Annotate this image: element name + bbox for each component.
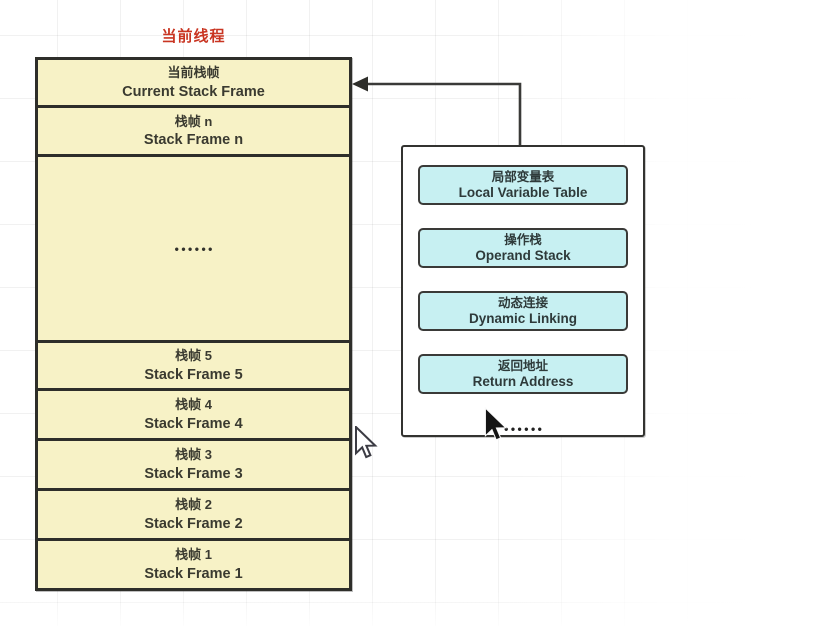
ellipsis-dots: ••••••: [174, 241, 215, 256]
detail-local-variable-table: 局部变量表 Local Variable Table: [418, 165, 628, 205]
frame-label-en: Stack Frame 3: [144, 465, 243, 482]
stack-frame-1: 栈帧 1 Stack Frame 1: [38, 541, 349, 588]
stack-frame-current: 当前栈帧 Current Stack Frame: [38, 60, 349, 108]
frame-label-en: Stack Frame 4: [144, 415, 243, 432]
frame-label-zh: 栈帧 n: [174, 113, 213, 129]
detail-operand-stack: 操作栈 Operand Stack: [418, 228, 628, 268]
detail-label-zh: 操作栈: [504, 232, 542, 247]
detail-return-address: 返回地址 Return Address: [418, 354, 628, 394]
detail-label-zh: 局部变量表: [491, 169, 555, 184]
detail-label-en: Operand Stack: [475, 248, 571, 264]
frame-label-zh: 栈帧 5: [175, 348, 212, 364]
frame-label-en: Stack Frame 5: [144, 366, 243, 383]
stack-frames-ellipsis: ••••••: [38, 157, 349, 343]
detail-label-en: Return Address: [472, 374, 574, 390]
detail-label-zh: 返回地址: [497, 358, 548, 373]
stack-frame-4: 栈帧 4 Stack Frame 4: [38, 391, 349, 441]
frame-label-zh: 当前栈帧: [167, 65, 220, 81]
detail-dynamic-linking: 动态连接 Dynamic Linking: [418, 291, 628, 331]
frame-label-zh: 栈帧 2: [175, 497, 212, 513]
stack-frame-3: 栈帧 3 Stack Frame 3: [38, 441, 349, 491]
vm-stack-box: 当前栈帧 Current Stack Frame 栈帧 n Stack Fram…: [35, 57, 352, 591]
frame-label-zh: 栈帧 3: [175, 447, 212, 463]
detail-label-zh: 动态连接: [497, 295, 548, 310]
frame-label-zh: 栈帧 4: [175, 397, 212, 413]
current-thread-title: 当前线程: [161, 28, 226, 45]
stack-frame-detail-panel: 局部变量表 Local Variable Table 操作栈 Operand S…: [401, 145, 645, 437]
detail-label-en: Dynamic Linking: [468, 311, 578, 327]
frame-label-zh: 栈帧 1: [175, 547, 212, 563]
frame-label-en: Stack Frame 2: [144, 515, 243, 532]
detail-label-en: Local Variable Table: [458, 185, 588, 201]
stack-frame-5: 栈帧 5 Stack Frame 5: [38, 343, 349, 391]
stack-frame-n: 栈帧 n Stack Frame n: [38, 108, 349, 157]
frame-label-en: Stack Frame 1: [144, 565, 243, 582]
detail-ellipsis-dots: ••••••: [504, 422, 545, 436]
stack-frame-2: 栈帧 2 Stack Frame 2: [38, 491, 349, 541]
frame-label-en: Stack Frame n: [143, 132, 244, 149]
frame-label-en: Current Stack Frame: [122, 83, 265, 100]
